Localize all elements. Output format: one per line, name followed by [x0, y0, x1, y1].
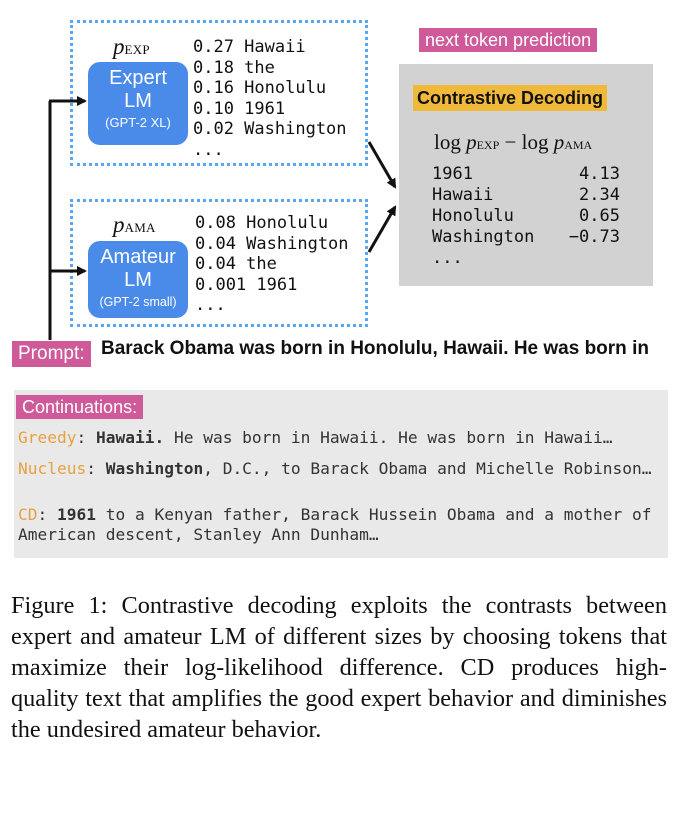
arrow-expert-to-cd [367, 141, 397, 189]
amateur-prob-label: pAMA [113, 212, 156, 237]
expert-lm-name: Expert LM [109, 67, 167, 112]
expert-pred-0: 0.27 Hawaii [193, 37, 306, 57]
expert-lm-box: Expert LM (GPT-2 XL) [88, 62, 188, 145]
amateur-lm-box: Amateur LM (GPT-2 small) [88, 241, 188, 318]
figure-caption: Figure 1: Contrastive decoding exploits … [11, 592, 667, 743]
expert-prob-label: pEXP [113, 34, 150, 59]
continuation-greedy: Greedy: Hawaii. He was born in Hawaii. H… [18, 428, 613, 447]
amateur-predictions: 0.08 Honolulu 0.04 Washington 0.04 the 0… [195, 213, 349, 316]
amateur-lm-name: Amateur LM [100, 246, 176, 291]
amateur-pred-4: ... [195, 295, 226, 315]
expert-pred-3: 0.10 1961 [193, 98, 286, 119]
expert-pred-5: ... [193, 139, 224, 160]
continuation-nucleus: Nucleus: Washington, D.C., to Barack Oba… [18, 459, 652, 478]
continuation-cd: CD: 1961 to a Kenyan father, Barack Huss… [18, 505, 652, 544]
arrow-amateur-to-cd [367, 205, 397, 253]
amateur-group-box [70, 199, 368, 327]
expert-pred-1: 0.18 the [193, 57, 275, 78]
prompt-tag: Prompt: [12, 341, 91, 367]
amateur-pred-2: 0.04 the [195, 254, 277, 274]
expert-group-box [70, 20, 368, 166]
amateur-lm-model: (GPT-2 small) [99, 295, 177, 309]
prompt-text: Barack Obama was born in Honolulu, Hawai… [101, 338, 649, 359]
amateur-pred-1: 0.04 Washington [195, 233, 349, 254]
cd-row: ... [432, 248, 463, 268]
expert-pred-4: 0.02 Washington [193, 119, 347, 139]
cd-formula: log pEXP − log pAMA [434, 130, 593, 154]
amateur-pred-0: 0.08 Honolulu [195, 213, 329, 233]
cd-row: Washington−0.73 [432, 227, 620, 247]
continuations-tag: Continuations: [16, 395, 144, 419]
expert-lm-model: (GPT-2 XL) [105, 115, 171, 130]
cd-panel: Contrastive Decoding log pEXP − log pAMA… [399, 64, 653, 286]
cd-title: Contrastive Decoding [413, 85, 608, 111]
continuations-panel: Continuations: Greedy: Hawaii. He was bo… [14, 390, 668, 558]
next-token-tag: next token prediction [419, 28, 598, 52]
expert-pred-2: 0.16 Honolulu [193, 78, 327, 98]
amateur-pred-3: 0.001 1961 [195, 274, 298, 295]
expert-predictions: 0.27 Hawaii 0.18 the 0.16 Honolulu 0.10 … [193, 37, 347, 160]
